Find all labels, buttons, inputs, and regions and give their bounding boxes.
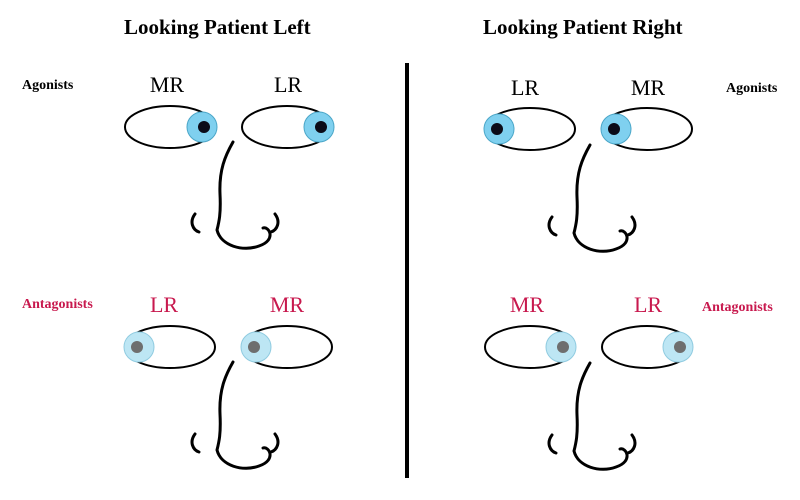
right-agonist-eye2-muscle: MR bbox=[630, 75, 666, 100]
right-antagonist-face bbox=[484, 325, 694, 471]
pupil-icon bbox=[674, 341, 686, 353]
left-agonist-eye2-muscle: LR bbox=[273, 72, 303, 97]
nose-icon bbox=[190, 360, 280, 470]
right-agonist-face bbox=[483, 107, 693, 253]
right-panel-title: Looking Patient Right bbox=[483, 15, 683, 39]
left-agonist-eye1 bbox=[124, 105, 218, 149]
pupil-icon bbox=[557, 341, 569, 353]
left-antagonist-eye1 bbox=[123, 325, 216, 369]
left-antagonist-eye2-muscle: MR bbox=[269, 292, 305, 317]
left-antagonist-face bbox=[123, 325, 333, 470]
right-agonist-eye1 bbox=[483, 107, 576, 151]
right-agonist-eye2 bbox=[600, 107, 693, 151]
pupil-icon bbox=[198, 121, 210, 133]
right-antagonist-eye2 bbox=[601, 325, 694, 369]
panel-divider bbox=[405, 63, 409, 478]
left-antagonist-eye1-muscle: LR bbox=[149, 292, 179, 317]
pupil-icon bbox=[315, 121, 327, 133]
nose-icon bbox=[547, 143, 637, 253]
left-agonist-eye2 bbox=[241, 105, 335, 149]
right-agonists-label: Agonists bbox=[726, 81, 778, 96]
pupil-icon bbox=[131, 341, 143, 353]
right-antagonist-eye1-muscle: MR bbox=[509, 292, 545, 317]
left-antagonists-label: Antagonists bbox=[22, 297, 93, 312]
left-antagonist-eye2 bbox=[240, 325, 333, 369]
pupil-icon bbox=[491, 123, 503, 135]
pupil-icon bbox=[248, 341, 260, 353]
left-agonist-face bbox=[124, 105, 335, 250]
nose-icon bbox=[547, 361, 637, 471]
right-antagonist-eye2-muscle: LR bbox=[633, 292, 663, 317]
right-antagonist-eye1 bbox=[484, 325, 577, 369]
right-agonist-eye1-muscle: LR bbox=[510, 75, 540, 100]
nose-icon bbox=[190, 140, 280, 250]
left-agonists-label: Agonists bbox=[22, 78, 74, 93]
right-antagonists-label: Antagonists bbox=[702, 300, 773, 315]
pupil-icon bbox=[608, 123, 620, 135]
left-agonist-eye1-muscle: MR bbox=[149, 72, 185, 97]
left-panel-title: Looking Patient Left bbox=[124, 15, 311, 39]
